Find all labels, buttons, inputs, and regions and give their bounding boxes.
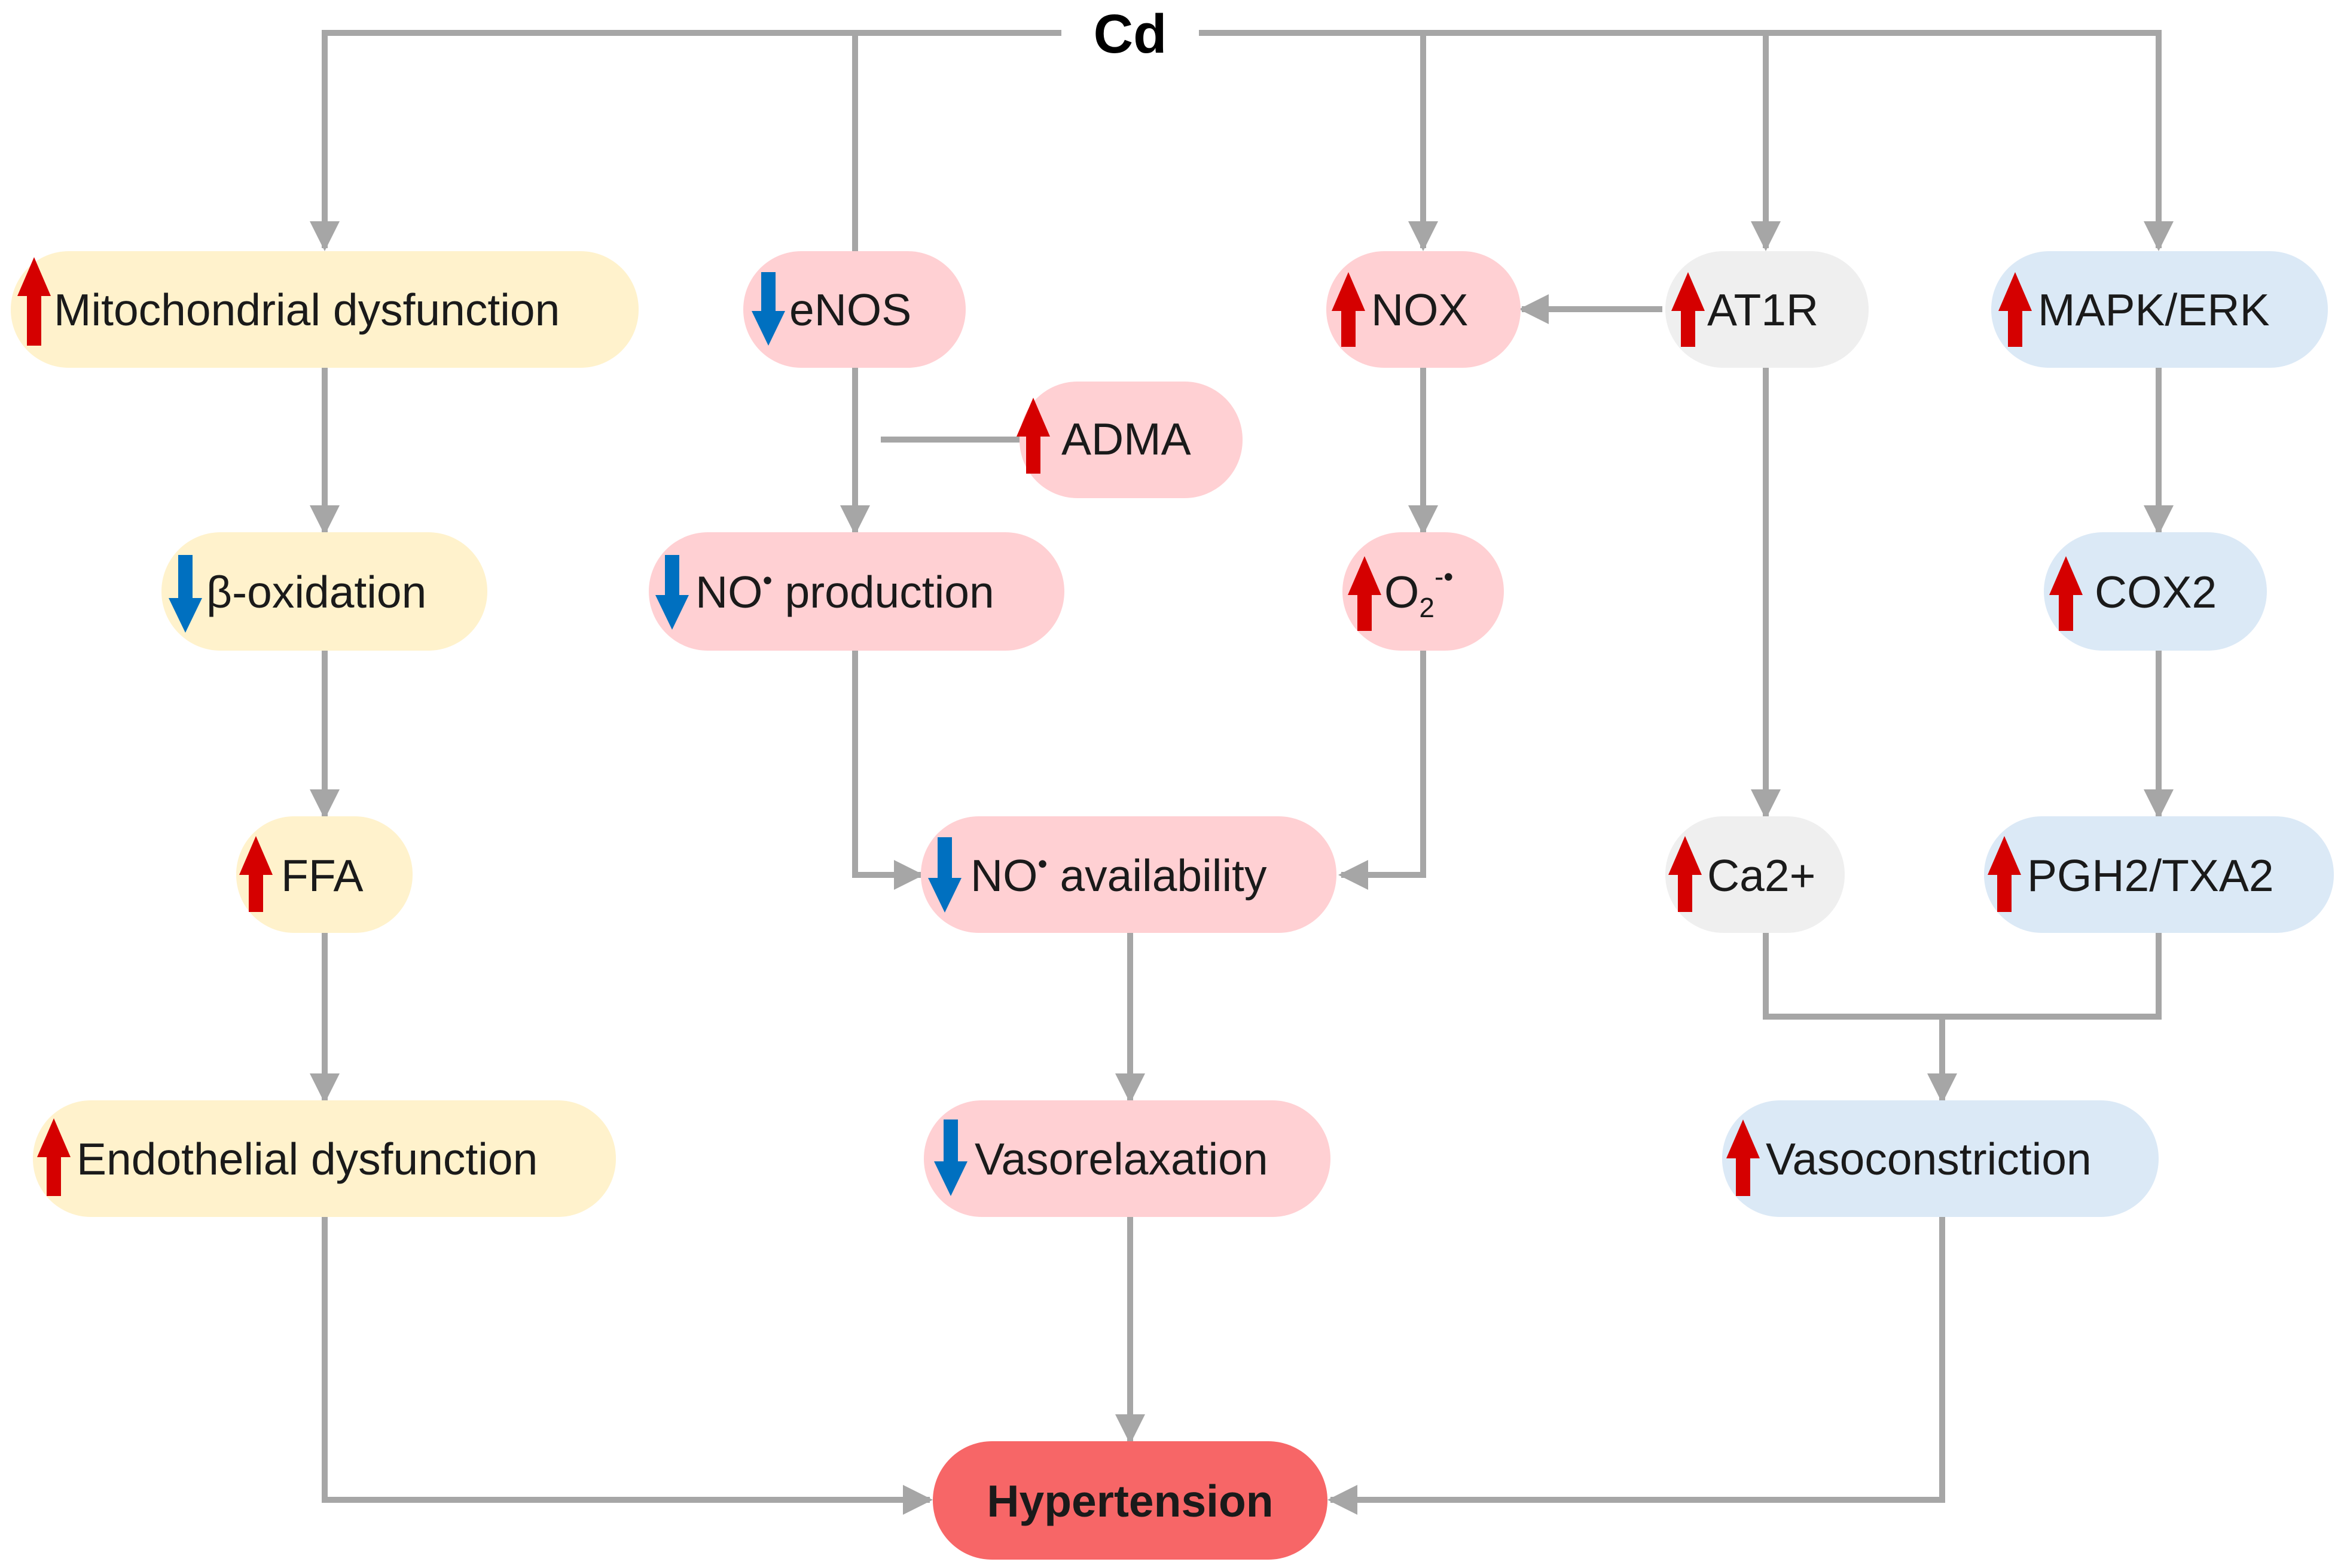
root-label: Cd <box>1094 4 1167 65</box>
down-arrow-icon <box>934 1119 967 1196</box>
label-part: availability <box>1048 850 1267 901</box>
node-bg <box>1665 816 1845 933</box>
node-bg <box>11 251 639 368</box>
node-bg <box>1020 382 1243 498</box>
node-label: NO• production <box>695 565 994 617</box>
up-arrow-icon <box>1671 272 1705 347</box>
node-label: eNOS <box>789 285 911 335</box>
node-label: Endothelial dysfunction <box>77 1134 538 1184</box>
up-arrow-icon <box>1332 272 1365 347</box>
node-label: Vasorelaxation <box>975 1134 1268 1184</box>
down-arrow-icon <box>928 837 962 913</box>
up-arrow-icon <box>37 1118 71 1196</box>
node-bg <box>933 1441 1327 1560</box>
edge-noprod-noavail <box>852 651 924 890</box>
label-sup: • <box>763 565 773 596</box>
up-arrow-icon <box>1017 398 1050 474</box>
edge-cd-right-bus <box>1199 30 2174 251</box>
node-no-production: NO• production <box>649 532 1064 651</box>
node-hypertension: Hypertension <box>933 1441 1327 1560</box>
node-calcium: Ca2+ <box>1665 816 1845 933</box>
label-sup: • <box>1038 848 1048 879</box>
node-label: Ca2+ <box>1707 850 1815 901</box>
up-arrow-icon <box>1348 556 1381 631</box>
node-mapk-erk: MAPK/ERK <box>1991 251 2328 368</box>
edge-endo-hypertension <box>322 1217 933 1515</box>
node-bg <box>2044 532 2267 651</box>
up-arrow-icon <box>1998 272 2032 347</box>
node-label: PGH2/TXA2 <box>2027 850 2274 901</box>
label-part: NO <box>695 567 763 617</box>
node-endothelial-dysfunction: Endothelial dysfunction <box>33 1100 616 1217</box>
node-bg <box>743 251 966 368</box>
node-label: β-oxidation <box>206 567 426 617</box>
node-bg <box>1665 251 1869 368</box>
down-arrow-icon <box>752 272 785 346</box>
node-label: AT1R <box>1707 285 1818 335</box>
node-bg <box>1991 251 2328 368</box>
edges <box>310 30 2174 1515</box>
up-arrow-icon <box>17 257 51 346</box>
up-arrow-icon <box>239 836 273 912</box>
node-label: ADMA <box>1061 414 1191 464</box>
node-cox2: COX2 <box>2044 532 2267 651</box>
node-label: Vasoconstriction <box>1766 1134 2092 1184</box>
outcome-label: Hypertension <box>987 1476 1273 1526</box>
node-enos: eNOS <box>743 251 966 368</box>
node-ffa: FFA <box>236 816 413 933</box>
node-adma: ADMA <box>1017 382 1243 498</box>
node-bg <box>1326 251 1521 368</box>
node-label: NO• availability <box>970 848 1267 901</box>
up-arrow-icon <box>2049 556 2083 631</box>
node-bg <box>921 816 1336 933</box>
edge-o2-noavail <box>1338 651 1426 890</box>
node-label: MAPK/ERK <box>2038 285 2270 335</box>
node-mitochondrial-dysfunction: Mitochondrial dysfunction <box>11 251 639 368</box>
node-bg <box>1984 816 2334 933</box>
node-bg <box>161 532 487 651</box>
node-no-availability: NO• availability <box>921 816 1336 933</box>
node-at1r: AT1R <box>1665 251 1869 368</box>
node-bg <box>649 532 1064 651</box>
node-label: O2-• <box>1384 561 1453 623</box>
node-nox: NOX <box>1326 251 1521 368</box>
label-sup: -• <box>1435 561 1453 592</box>
edge-cd-left-bus <box>310 30 1061 251</box>
label-part: O <box>1384 567 1419 617</box>
label-part: production <box>773 567 994 617</box>
node-beta-oxidation: β-oxidation <box>161 532 487 651</box>
up-arrow-icon <box>1668 836 1702 912</box>
node-bg <box>1342 532 1504 651</box>
node-vasorelaxation: Vasorelaxation <box>924 1100 1330 1217</box>
label-part: NO <box>970 850 1038 901</box>
up-arrow-icon <box>1726 1119 1760 1196</box>
node-label: Mitochondrial dysfunction <box>54 285 560 335</box>
node-label: NOX <box>1371 285 1469 335</box>
node-bg <box>924 1100 1330 1217</box>
up-arrow-icon <box>1988 836 2021 912</box>
node-pgh2-txa2: PGH2/TXA2 <box>1984 816 2334 933</box>
node-bg <box>33 1100 616 1217</box>
edge-vasocon-hypertension <box>1327 1217 1945 1515</box>
down-arrow-icon <box>169 555 202 633</box>
node-bg <box>1722 1100 2159 1217</box>
node-bg <box>236 816 413 933</box>
label-sub: 2 <box>1419 592 1435 623</box>
node-vasoconstriction: Vasoconstriction <box>1722 1100 2159 1217</box>
node-superoxide: O2-• <box>1342 532 1504 651</box>
edge-ca-merge <box>1763 933 2162 1020</box>
node-label: COX2 <box>2095 567 2217 617</box>
node-label: FFA <box>281 850 364 901</box>
down-arrow-icon <box>655 555 689 630</box>
